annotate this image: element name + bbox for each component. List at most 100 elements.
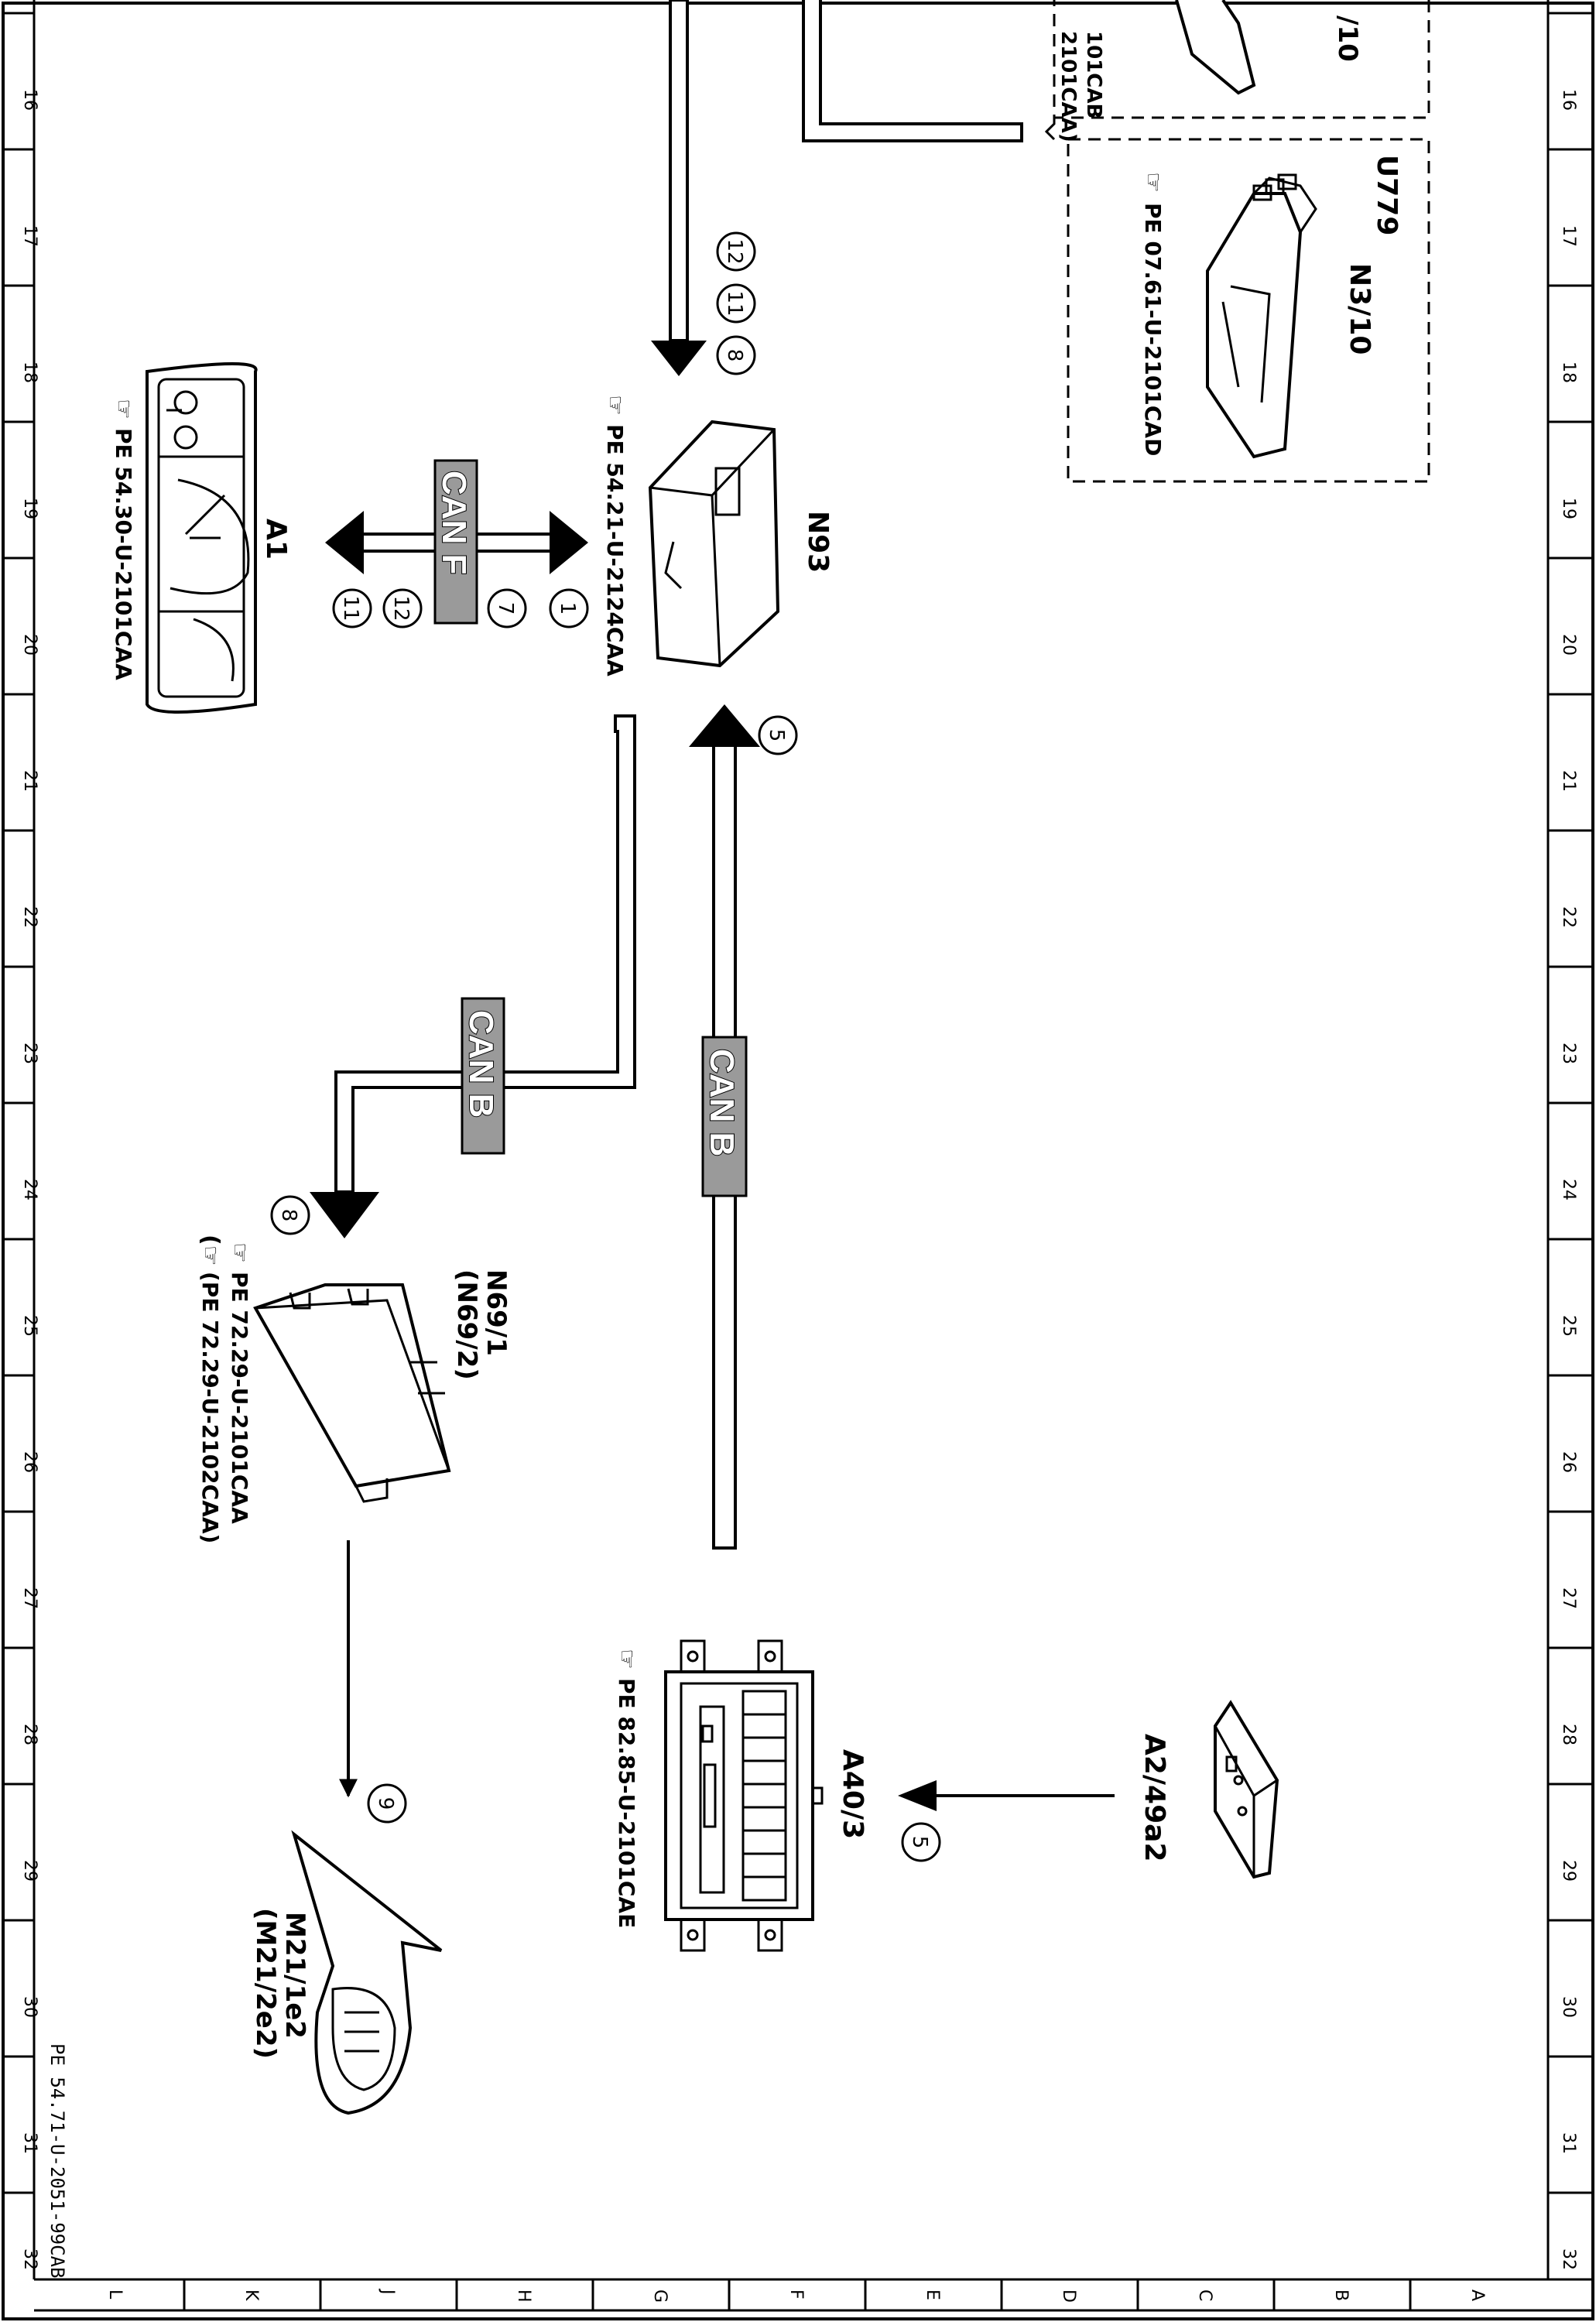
column-letter: F (786, 2289, 806, 2300)
ref-hand-icon: (☞ (197, 1235, 224, 1266)
row-number: 29 (20, 1860, 39, 1882)
n93-module (648, 420, 780, 668)
row-number: 20 (20, 634, 39, 656)
row-number: 18 (1559, 361, 1578, 383)
circle-number: 8 (277, 1209, 300, 1222)
row-number: 31 (1559, 2132, 1578, 2154)
can-b-link-n93-n69: CAN B (310, 714, 636, 1238)
ref-hand-icon: ☞ (601, 395, 628, 416)
a40-module (664, 1639, 824, 1952)
row-number: 25 (1559, 1315, 1578, 1337)
column-letter: D (1059, 2289, 1078, 2303)
a40-n93-circle: 5 (758, 715, 798, 755)
column-letter: A (1468, 2289, 1487, 2301)
row-numbers-right: 16 17 18 19 20 21 22 23 24 25 26 27 28 2… (1559, 89, 1578, 2270)
ref-hand-icon: ☞ (226, 1242, 253, 1263)
column-letter: B (1331, 2289, 1351, 2301)
u779-group: U779 N3/10 ☞ PE 07.61-U-2101CAD (1067, 138, 1430, 483)
n3-10-label: N3/10 (1344, 263, 1375, 354)
top-partial-component: /10 101CAB 2101CAA) (1044, 0, 1430, 142)
row-number: 19 (20, 498, 39, 519)
u779-ref: PE 07.61-U-2101CAD (1140, 203, 1166, 456)
n93-ref: PE 54.21-U-2124CAA (602, 424, 628, 676)
circle-number: 12 (723, 238, 746, 264)
row-number: 29 (1559, 1860, 1578, 1882)
row-number: 26 (1559, 1451, 1578, 1473)
arrow-head-up (689, 704, 760, 747)
row-numbers-left: 16 17 18 19 20 21 22 23 24 25 26 27 28 2… (20, 89, 39, 2270)
arrow-head-right (550, 511, 588, 574)
circle-number: 12 (389, 595, 413, 621)
row-number: 30 (1559, 1996, 1578, 2018)
row-number: 32 (20, 2248, 39, 2270)
n69-label: N69/1 (481, 1269, 512, 1356)
column-letter: J (378, 2288, 397, 2295)
ref-hand-icon: ☞ (613, 1649, 640, 1670)
can-b-label: CAN B (703, 1049, 741, 1156)
row-number: 24 (20, 1179, 39, 1200)
row-number: 25 (20, 1315, 39, 1337)
circle-number: 11 (723, 290, 746, 316)
row-number: 30 (20, 1996, 39, 2018)
a2-49a2-label: A2/49a2 (1139, 1734, 1170, 1862)
row-number: 27 (20, 1587, 39, 1609)
n69-ref: PE 72.29-U-2101CAA (227, 1272, 252, 1524)
column-letter: H (514, 2289, 533, 2303)
arrow-head-left (898, 1780, 937, 1811)
a2-49a2-module (1214, 1700, 1279, 1879)
row-number: 31 (20, 2132, 39, 2154)
circle-number: 1 (556, 602, 579, 615)
circle-number: 7 (494, 602, 517, 615)
row-number: 19 (1559, 498, 1578, 519)
row-number: 23 (1559, 1043, 1578, 1064)
n93-input-circles: 12 11 8 (716, 231, 756, 375)
row-number: 22 (20, 906, 39, 928)
n3-10-module (1206, 173, 1317, 459)
circle-number: 11 (339, 595, 362, 621)
row-number: 24 (1559, 1179, 1578, 1200)
row-number: 18 (20, 361, 39, 383)
column-letter: K (241, 2289, 261, 2301)
m21-label: M21/1e2 (279, 1912, 310, 2039)
row-number: 16 (1559, 89, 1578, 111)
m21-label-alt: (M21/2e2) (250, 1908, 281, 2059)
n69-in-circle: 8 (270, 1195, 310, 1235)
row-number: 22 (1559, 906, 1578, 928)
a1-instrument-cluster (146, 362, 258, 714)
column-letter: E (923, 2289, 942, 2300)
arrow-head-left (325, 511, 364, 574)
row-ticks (3, 12, 1593, 2194)
dashed-group-box (1053, 0, 1430, 119)
column-letter: C (1195, 2289, 1214, 2301)
ref-hand-icon: ☞ (110, 399, 137, 420)
row-number: 17 (20, 225, 39, 247)
column-ticks (183, 2279, 1412, 2310)
ref-hand-icon: ☞ (1139, 172, 1166, 193)
arrow-head-down (651, 341, 707, 376)
a1-link-circles: 11 12 7 1 (332, 588, 589, 628)
row-number: 27 (1559, 1587, 1578, 1609)
drawing-code: PE 54.71-U-2051-99CAB (46, 2043, 68, 2278)
row-number: 20 (1559, 634, 1578, 656)
circle-number: 5 (765, 729, 788, 742)
can-b-link-a40-n93: CAN B (689, 704, 760, 1550)
a40-ref: PE 82.85-U-2101CAE (614, 1678, 639, 1928)
can-f-link: CAN F (325, 459, 588, 625)
a1-ref: PE 54.30-U-2101CAA (111, 428, 136, 680)
arrow-head-down (310, 1192, 379, 1238)
circle-number: 9 (374, 1797, 397, 1810)
n69-label-alt: (N69/2) (451, 1269, 482, 1380)
a2-a40-link (898, 1780, 1115, 1811)
row-number: 16 (20, 89, 39, 111)
a40-label: A40/3 (837, 1749, 868, 1839)
n93-label: N93 (802, 511, 834, 573)
row-number: 17 (1559, 225, 1578, 247)
row-number: 23 (20, 1043, 39, 1064)
row-number: 21 (1559, 770, 1578, 792)
row-number: 21 (20, 770, 39, 792)
a1-label: A1 (260, 519, 292, 560)
can-b-label: CAN B (462, 1010, 500, 1118)
circle-number: 8 (723, 349, 746, 362)
